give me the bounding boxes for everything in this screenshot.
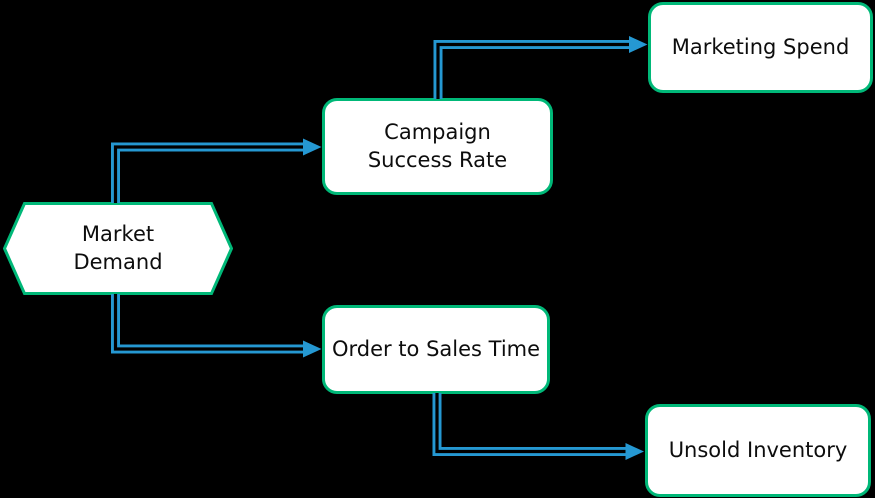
node-label: Campaign Success Rate <box>367 119 508 172</box>
node-label: Market Demand <box>73 221 163 274</box>
node-campaign-success-rate: Campaign Success Rate <box>322 98 553 195</box>
node-unsold-inventory: Unsold Inventory <box>645 404 871 497</box>
node-label: Marketing Spend <box>671 34 850 59</box>
arrowhead-icon <box>303 340 322 358</box>
arrowhead-icon <box>303 138 322 156</box>
node-label: Order to Sales Time <box>331 336 541 361</box>
hexagon-shape <box>3 202 233 295</box>
node-order-to-sales-time: Order to Sales Time <box>322 305 550 394</box>
edge-campaign-success-rate-to-marketing-spend <box>433 36 648 99</box>
node-marketing-spend: Marketing Spend <box>648 2 873 93</box>
edge-order-to-sales-time-to-unsold-inventory <box>432 393 644 460</box>
node-label: Unsold Inventory <box>668 437 848 462</box>
edge-market-demand-to-order-to-sales-time <box>111 294 322 358</box>
arrowhead-icon <box>629 36 648 53</box>
node-market-demand: Market Demand <box>3 202 233 295</box>
arrowhead-icon <box>625 443 644 460</box>
edge-market-demand-to-campaign-success-rate <box>111 138 322 203</box>
